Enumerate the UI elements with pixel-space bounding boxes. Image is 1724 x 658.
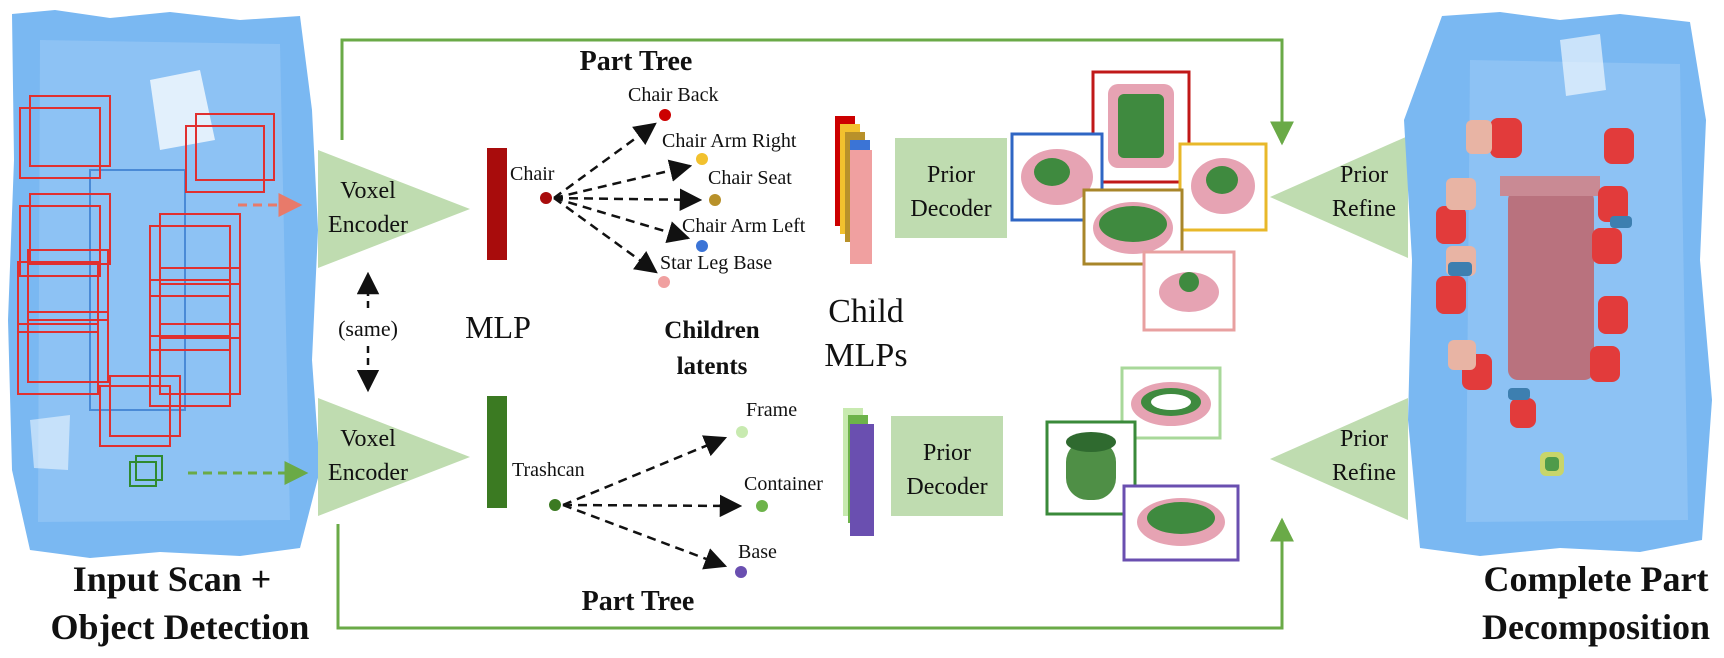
- voxel-encoder-bottom-line2: Encoder: [328, 460, 408, 486]
- bottom-tree-child-edge: [562, 494, 743, 518]
- input-caption-line2: Object Detection: [51, 607, 310, 647]
- child-mlps-line1: Child: [828, 293, 904, 330]
- prior-refine-bottom-line2: Refine: [1332, 460, 1396, 486]
- chair-latent-bar: [487, 148, 507, 260]
- input-caption-line1: Input Scan +: [73, 559, 272, 599]
- prior-refine-top-line1: Prior: [1340, 162, 1388, 188]
- bottom-part-tree-title: Part Tree: [582, 586, 695, 617]
- output-caption-line1: Complete Part: [1484, 559, 1709, 599]
- voxel-encoder-bottom-line1: Voxel: [340, 426, 396, 452]
- bottom-tree-child-label: Frame: [746, 399, 797, 421]
- voxel-encoder-top-line2: Encoder: [328, 212, 408, 238]
- children-latents-line1: Children: [664, 317, 759, 344]
- voxel-encoder-top: [318, 150, 470, 268]
- top-tree-root-node: [540, 192, 552, 204]
- child-mlps-line2: MLPs: [824, 337, 907, 374]
- top-feedback-arrow: [340, 38, 1294, 146]
- bottom-tree-child-node: [736, 426, 748, 438]
- prior-refine-bottom-line1: Prior: [1340, 426, 1388, 452]
- prior-decoder-top-line1: Prior: [927, 162, 975, 188]
- top-tree-root-label: Chair: [510, 163, 555, 185]
- mlp-label: MLP: [465, 309, 531, 345]
- trashcan-latent-bar: [487, 396, 507, 508]
- bottom-tree-child-node: [756, 500, 768, 512]
- top-tree-child-label: Star Leg Base: [660, 252, 772, 274]
- top-tree-child-node: [696, 240, 708, 252]
- top-tree-child-node: [696, 153, 708, 165]
- top-tree-child-edge: [553, 122, 657, 200]
- voxel-encoder-bottom: [318, 398, 470, 516]
- prior-decoder-bottom-line1: Prior: [923, 440, 971, 466]
- top-tree-child-node: [659, 109, 671, 121]
- prior-refine-bottom: [1270, 398, 1408, 520]
- child-mlps-bottom: [843, 408, 874, 536]
- top-tree-child-edge: [553, 196, 658, 274]
- output-scene-image: [1404, 12, 1712, 556]
- bottom-tree-child-label: Base: [738, 541, 777, 563]
- prior-refine-top-line2: Refine: [1332, 196, 1396, 222]
- top-tree-child-label: Chair Seat: [708, 167, 792, 189]
- voxel-encoder-top-line1: Voxel: [340, 178, 396, 204]
- top-tree-child-edge: [553, 188, 703, 211]
- bottom-tree-child-node: [735, 566, 747, 578]
- output-caption-line2: Decomposition: [1482, 607, 1710, 647]
- prior-refine-top: [1270, 136, 1408, 258]
- top-tree-child-node: [709, 194, 721, 206]
- decoded-parts-top: [1010, 70, 1268, 332]
- child-mlps-top: [835, 116, 872, 264]
- detection-boxes: [17, 95, 275, 447]
- decoded-parts-bottom: [1045, 366, 1240, 562]
- bottom-tree-child-edge: [562, 503, 728, 570]
- input-scan-image: [8, 10, 320, 558]
- same-label: (same): [338, 316, 398, 341]
- bottom-tree-child-label: Container: [744, 473, 823, 495]
- detected-trashcan-box: [129, 455, 163, 487]
- prior-decoder-top-line2: Decoder: [910, 196, 991, 222]
- top-tree-child-label: Chair Back: [628, 84, 719, 106]
- bottom-feedback-arrow: [336, 517, 1294, 630]
- top-tree-child-edge: [553, 159, 693, 200]
- bottom-tree-root-node: [549, 499, 561, 511]
- bottom-tree-root-label: Trashcan: [512, 459, 585, 481]
- prior-decoder-top: [895, 138, 1007, 238]
- bottom-tree-child-edge: [562, 435, 728, 507]
- top-tree-child-edge: [553, 196, 691, 243]
- top-tree-child-node: [658, 276, 670, 288]
- prior-decoder-bottom-line2: Decoder: [906, 474, 987, 500]
- top-part-tree-title: Part Tree: [580, 46, 693, 77]
- prior-decoder-bottom: [891, 416, 1003, 516]
- top-tree-child-label: Chair Arm Left: [682, 215, 806, 237]
- children-latents-line2: latents: [677, 353, 748, 380]
- top-tree-child-label: Chair Arm Right: [662, 130, 797, 152]
